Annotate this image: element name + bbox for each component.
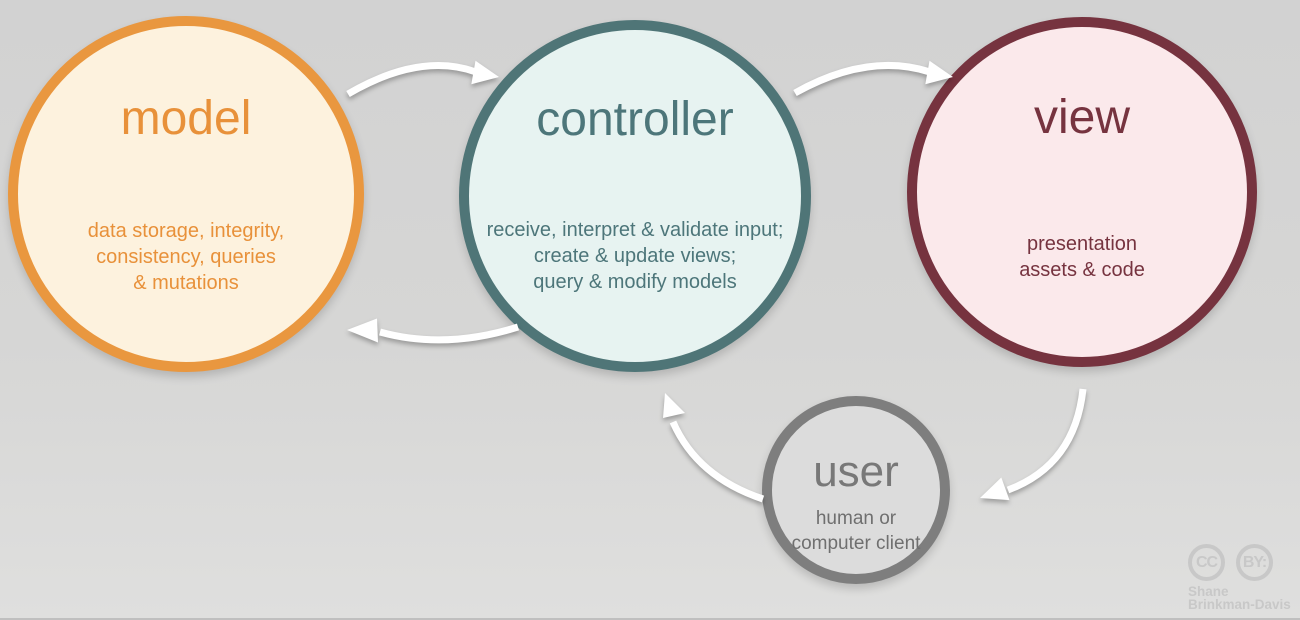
- arrow-model-to-controller-icon: [346, 60, 499, 98]
- model-description: data storage, integrity, consistency, qu…: [18, 218, 354, 296]
- node-view: view presentation assets & code: [907, 17, 1257, 367]
- model-title: model: [120, 92, 252, 145]
- author-name-line: Shane: [1188, 584, 1229, 599]
- user-desc-line: human or: [815, 508, 897, 529]
- controller-title: controller: [536, 93, 734, 146]
- arrow-view-to-user-icon: [980, 388, 1087, 501]
- attribution: CC BY: Shane Brinkman-Davis: [1188, 544, 1298, 611]
- author-name-line: Brinkman-Davis: [1188, 597, 1291, 612]
- cc-icon: CC: [1188, 544, 1225, 581]
- cc-by-icon: BY:: [1236, 544, 1273, 581]
- controller-desc-line: create & update views;: [533, 245, 737, 267]
- controller-desc-line: query & modify models: [533, 271, 737, 293]
- user-desc-line: computer client: [791, 533, 921, 554]
- user-description: human or computer client: [772, 506, 940, 556]
- controller-desc-line: receive, interpret & validate input;: [486, 219, 784, 241]
- node-model: model data storage, integrity, consisten…: [8, 16, 364, 372]
- model-desc-line: consistency, queries: [96, 246, 276, 268]
- arrow-controller-to-view-icon: [793, 60, 953, 97]
- controller-description: receive, interpret & validate input; cre…: [469, 217, 801, 295]
- model-desc-line: data storage, integrity,: [87, 220, 285, 242]
- node-user: user human or computer client: [762, 396, 950, 584]
- arrow-controller-to-model-icon: [347, 318, 520, 344]
- view-desc-line: assets & code: [1019, 259, 1145, 281]
- user-title: user: [813, 447, 899, 496]
- view-desc-line: presentation: [1026, 233, 1138, 255]
- view-description: presentation assets & code: [917, 231, 1247, 283]
- arrow-user-to-controller-icon: [663, 393, 765, 503]
- view-title: view: [1033, 91, 1131, 144]
- node-controller: controller receive, interpret & validate…: [459, 20, 811, 372]
- model-desc-line: & mutations: [133, 272, 239, 294]
